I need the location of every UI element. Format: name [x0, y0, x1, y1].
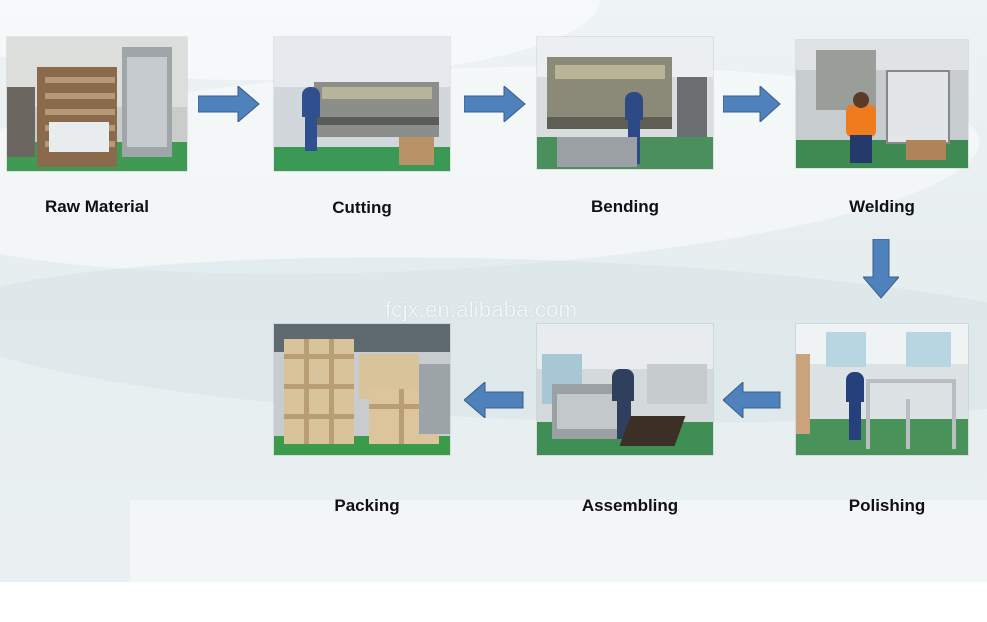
- packing-photo: [274, 324, 450, 455]
- bending-label: Bending: [591, 197, 659, 216]
- bending-photo: [537, 37, 713, 169]
- polishing-label: Polishing: [848, 496, 926, 515]
- assembling-label: Assembling: [581, 496, 679, 515]
- welding-label: Welding: [849, 197, 915, 216]
- process-flow-diagram: fcjx.en.alibaba.com: [0, 0, 987, 582]
- arrow-left-icon: [723, 382, 781, 418]
- welding-photo: [796, 40, 968, 168]
- arrow-right-icon: [464, 86, 526, 122]
- cutting-label: Cutting: [332, 198, 392, 217]
- arrow-right-icon: [723, 86, 781, 122]
- assembling-photo: [537, 324, 713, 455]
- polishing-photo: [796, 324, 968, 455]
- packing-label: Packing: [334, 496, 400, 515]
- raw-material-label: Raw Material: [45, 197, 149, 216]
- watermark: fcjx.en.alibaba.com: [385, 297, 578, 322]
- arrow-right-icon: [198, 86, 260, 122]
- arrow-down-icon: [863, 239, 899, 299]
- cutting-photo: [274, 37, 450, 171]
- arrow-left-icon: [464, 382, 524, 418]
- raw-material-photo: [7, 37, 187, 171]
- background-band: [130, 500, 987, 582]
